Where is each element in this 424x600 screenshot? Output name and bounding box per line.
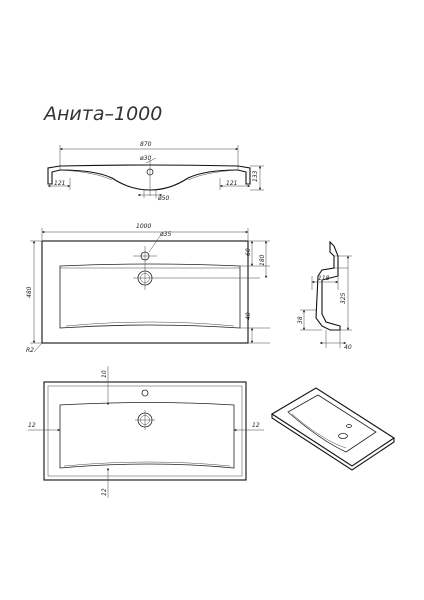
bottom-basin xyxy=(59,402,235,469)
dim-bottom-left-12: 12 xyxy=(28,422,36,429)
dim-side-40: 40 xyxy=(344,344,352,351)
side-section xyxy=(315,240,341,331)
dim-offset-60: 60 xyxy=(245,248,252,256)
dim-hole-top: ø30 xyxy=(139,155,151,162)
isometric-view xyxy=(270,387,396,471)
dim-hole-35: ø35 xyxy=(159,231,171,238)
dim-height-133: 133 xyxy=(252,170,259,182)
bottom-outline xyxy=(43,381,247,481)
dim-side-325: 325 xyxy=(340,292,347,304)
dim-offset-180: 180 xyxy=(259,254,266,266)
dim-width-870: 870 xyxy=(140,141,152,148)
iso-drain-icon xyxy=(338,433,348,439)
iso-tap-hole-icon xyxy=(346,424,352,428)
iso-basin xyxy=(287,394,377,453)
front-view: 870 ø30 ø50 121 121 133 xyxy=(47,141,264,202)
dim-depth-480: 480 xyxy=(26,286,33,298)
dim-side-38: 38 xyxy=(297,316,304,324)
dim-offset-40: 40 xyxy=(245,312,252,320)
dim-hole-bottom: ø50 xyxy=(157,195,169,202)
top-view: 1000 ø35 480 60 180 40 R2 xyxy=(26,223,270,354)
dim-bottom-10: 10 xyxy=(101,370,108,378)
dim-bottom-right-12: 12 xyxy=(252,422,260,429)
bottom-view: 10 12 12 12 xyxy=(28,366,264,498)
dim-side-118: 118 xyxy=(318,275,330,282)
dim-side-right: 121 xyxy=(226,180,237,187)
dim-width-1000: 1000 xyxy=(136,223,151,230)
side-view: 118 325 38 40 xyxy=(297,240,352,351)
tap-hole-bottom-icon xyxy=(141,389,149,397)
product-title: Анита–1000 xyxy=(42,103,162,125)
dim-bottom-12: 12 xyxy=(101,488,108,496)
dim-radius-r2: R2 xyxy=(26,347,34,354)
basin-section xyxy=(47,164,251,191)
dim-side-left: 121 xyxy=(54,180,65,187)
top-outline xyxy=(41,240,249,344)
